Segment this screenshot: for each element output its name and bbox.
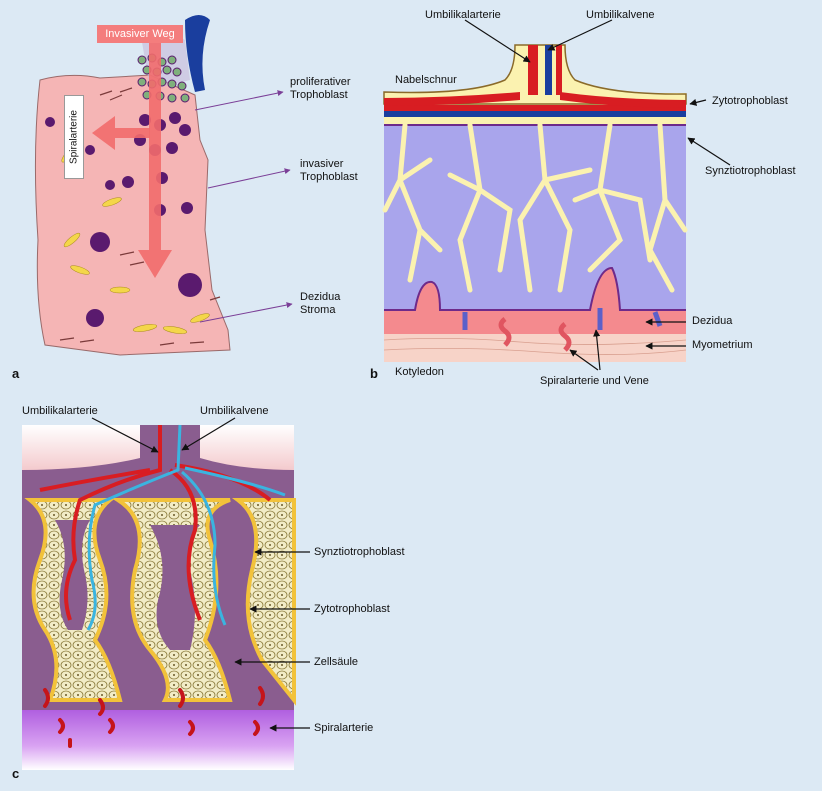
label-spiral-artery-vein: Spiralarterie und Vene — [540, 375, 649, 387]
label-umbilical-artery-b: Umbilikalarterie — [425, 9, 501, 21]
spiral-artery-arrow — [92, 116, 150, 150]
stroma-fibroblasts — [59, 87, 221, 346]
label-invasive-trophoblast: invasiver Trophoblast — [300, 158, 358, 183]
panel-letter-c: c — [12, 766, 20, 781]
spiral-artery-label-box: Spiralarterie — [64, 95, 84, 179]
label-umbilical-artery-c: Umbilikalarterie — [22, 405, 98, 417]
spiral-arteries — [498, 317, 572, 352]
myometrium-layer — [384, 332, 686, 362]
label-proliferative-trophoblast: proliferativer Trophoblast — [290, 76, 351, 101]
panel-a — [34, 15, 293, 356]
panel-b-label-lines — [464, 19, 731, 371]
label-cytotrophoblast-b: Zytotrophoblast — [712, 95, 788, 107]
panel-letter-a: a — [12, 366, 20, 381]
spiral-artery-label: Spiralarterie — [68, 110, 80, 164]
label-cytotrophoblast-c: Zytotrophoblast — [314, 603, 390, 615]
intervillous-space — [384, 125, 686, 310]
label-cell-column: Zellsäule — [314, 656, 359, 668]
invasive-path-arrow — [138, 40, 172, 278]
label-umbilical-vein-b: Umbilikalvene — [586, 9, 655, 21]
villous-trees — [382, 122, 688, 293]
label-cotyledon: Kotyledon — [395, 366, 444, 378]
label-umbilical-cord: Nabelschnur — [395, 74, 457, 86]
label-spiral-artery-c: Spiralarterie — [314, 722, 374, 734]
label-syncytiotrophoblast-b: Synztiotrophoblast — [705, 165, 796, 177]
label-myometrium: Myometrium — [692, 339, 753, 351]
panel-c-label-lines — [91, 417, 310, 732]
invasive-path-label: Invasiver Weg — [97, 25, 183, 43]
fetal-veins — [86, 424, 286, 631]
panel-c — [22, 417, 310, 770]
maternal-spiral-arteries — [43, 686, 265, 748]
label-syncytiotrophoblast-c: Synztiotrophoblast — [314, 546, 405, 558]
bottom-myometrium — [22, 710, 294, 770]
spiral-veins — [462, 308, 663, 330]
label-decidua-stroma: Dezidua Stroma — [300, 291, 341, 316]
spiral-artery-vessel — [185, 15, 210, 92]
panel-b — [382, 19, 731, 371]
decidua-layer — [384, 308, 686, 334]
label-decidua-b: Dezidua — [692, 315, 733, 327]
panel-letter-b: b — [370, 366, 378, 381]
panel-a-label-lines — [194, 90, 293, 323]
label-umbilical-vein-c: Umbilikalvene — [200, 405, 269, 417]
